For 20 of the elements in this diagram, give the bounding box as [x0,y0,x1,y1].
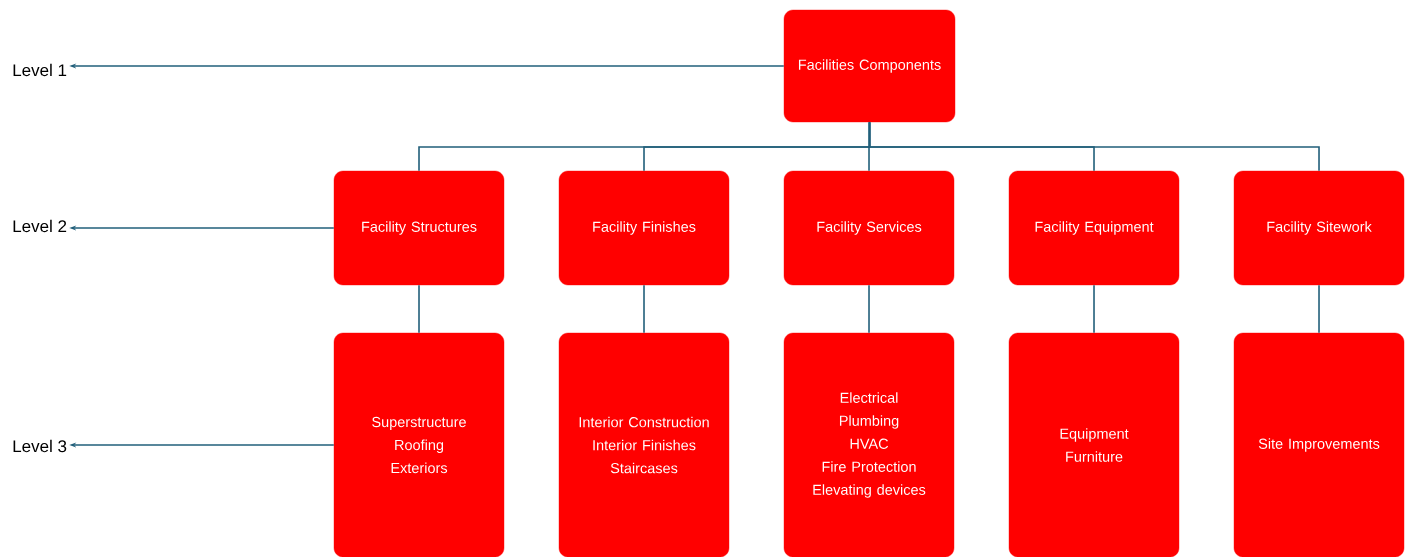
process-box: Facility Services [783,170,955,286]
connector-line [1318,284,1320,334]
level-label: Level 3 [13,439,67,453]
process-box: Site Improvements [1233,332,1405,557]
process-box: Facility Finishes [558,170,730,286]
process-box: Interior Construction Interior Finishes Staircases [558,332,730,557]
level-label: Level 1 [13,63,67,77]
process-box: Facilities Components [783,9,956,123]
process-box: Facility Sitework [1233,170,1405,286]
connector-line [868,284,870,334]
connector-line [643,284,645,334]
connector-line [1093,284,1095,334]
process-box: Facility Structures [333,170,505,286]
process-box: Superstructure Roofing Exteriors [333,332,505,557]
process-box: Electrical Plumbing HVAC Fire Protection Elevating devices [783,332,955,557]
process-box: Facility Equipment [1008,170,1180,286]
process-box: Equipment Furniture [1008,332,1180,557]
connector-line [418,284,420,334]
level-label: Level 2 [13,219,67,233]
connector-line [868,121,1320,172]
